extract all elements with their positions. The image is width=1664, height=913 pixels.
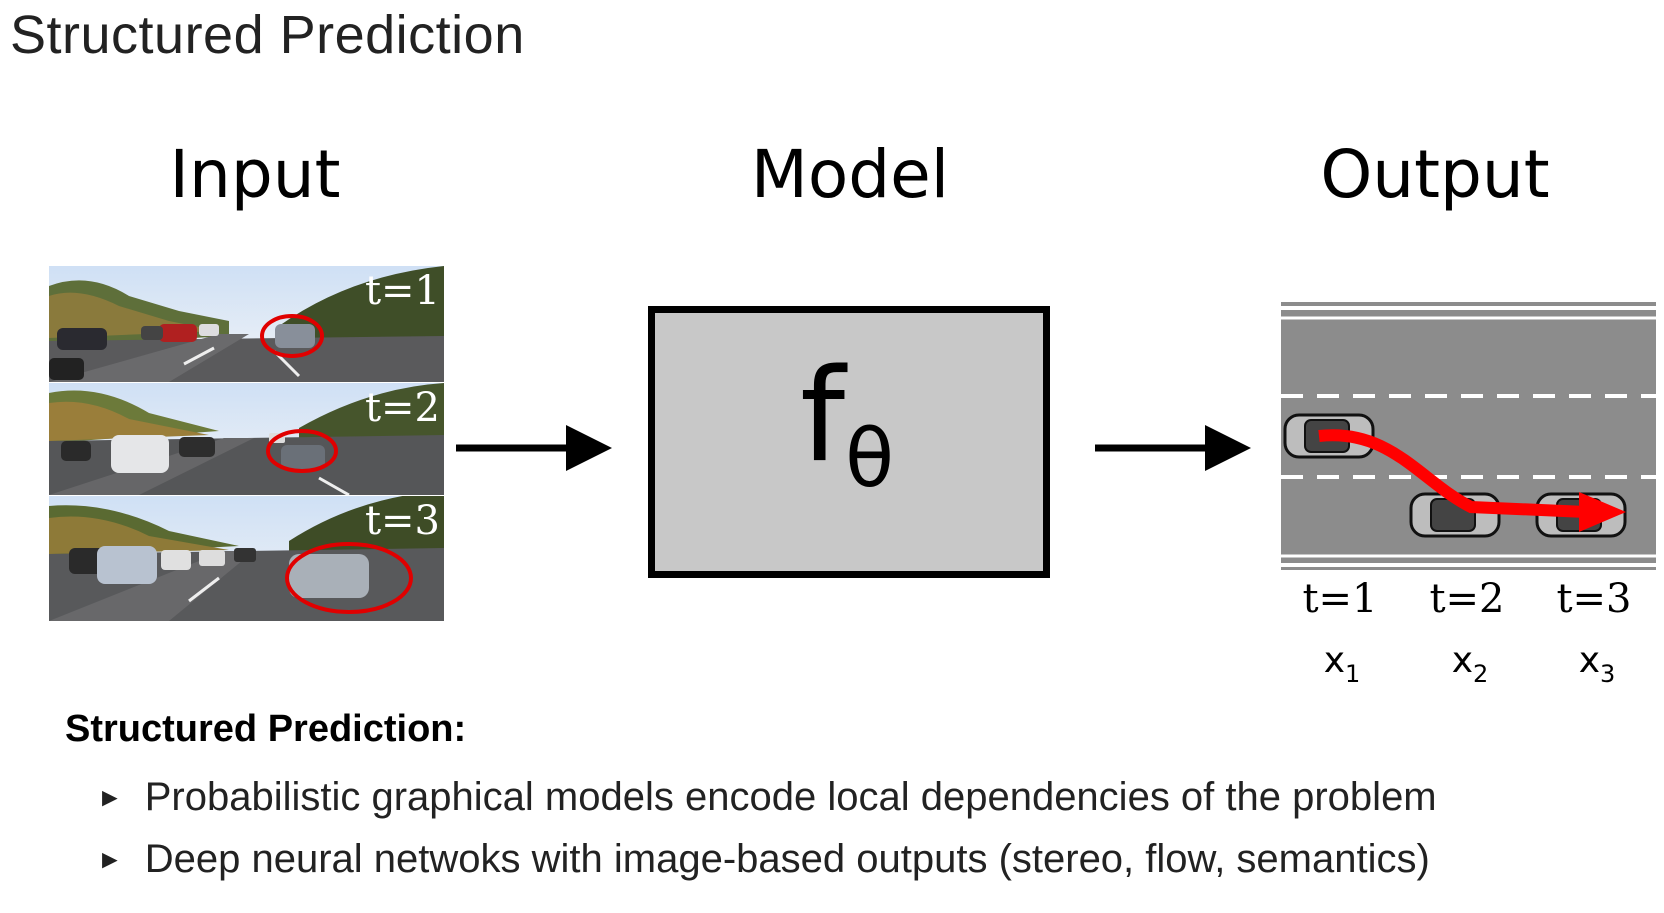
bullet-item: ► Deep neural netwoks with image-based o… — [97, 837, 1430, 882]
slide-title: Structured Prediction — [10, 5, 525, 65]
output-heading: Output — [1320, 136, 1550, 213]
model-function-symbol: fθ — [800, 353, 894, 499]
model-symbol-base: f — [800, 342, 846, 491]
street-scene-image — [49, 266, 444, 382]
road-diagram — [1281, 302, 1656, 570]
output-variable-label-1: x1 — [1292, 640, 1392, 688]
frame-time-label: t=2 — [364, 385, 440, 431]
input-frame-t1: t=1 — [49, 266, 444, 382]
input-frame-t3: t=3 — [49, 496, 444, 621]
model-heading: Model — [750, 136, 950, 213]
output-time-label-2: t=2 — [1429, 576, 1505, 622]
street-scene-image — [49, 383, 444, 495]
variable-base: x — [1451, 640, 1474, 681]
trajectory-arrowhead-icon — [1579, 492, 1626, 532]
output-variable-label-2: x2 — [1420, 640, 1520, 688]
variable-subscript: 3 — [1600, 660, 1616, 688]
variable-subscript: 2 — [1473, 660, 1489, 688]
input-frame-t2: t=2 — [49, 383, 444, 495]
output-time-label-1: t=1 — [1302, 576, 1378, 622]
frame-time-label: t=3 — [364, 498, 440, 544]
model-symbol-subscript: θ — [845, 412, 895, 505]
bullet-marker-icon: ► — [97, 844, 123, 874]
output-variable-label-3: x3 — [1547, 640, 1647, 688]
variable-base: x — [1323, 640, 1346, 681]
bullet-text: Deep neural netwoks with image-based out… — [144, 837, 1430, 881]
model-box: fθ — [648, 306, 1050, 578]
bullet-text: Probabilistic graphical models encode lo… — [144, 775, 1437, 819]
summary-heading: Structured Prediction: — [65, 708, 467, 750]
arrow-right-icon — [456, 425, 612, 471]
input-heading: Input — [169, 136, 341, 213]
output-time-label-3: t=3 — [1556, 576, 1632, 622]
variable-base: x — [1578, 640, 1601, 681]
bullet-marker-icon: ► — [97, 782, 123, 812]
frame-time-label: t=1 — [364, 268, 440, 314]
arrow-right-icon — [1095, 425, 1251, 471]
bullet-item: ► Probabilistic graphical models encode … — [97, 775, 1437, 820]
street-scene-image — [49, 496, 444, 621]
variable-subscript: 1 — [1345, 660, 1361, 688]
